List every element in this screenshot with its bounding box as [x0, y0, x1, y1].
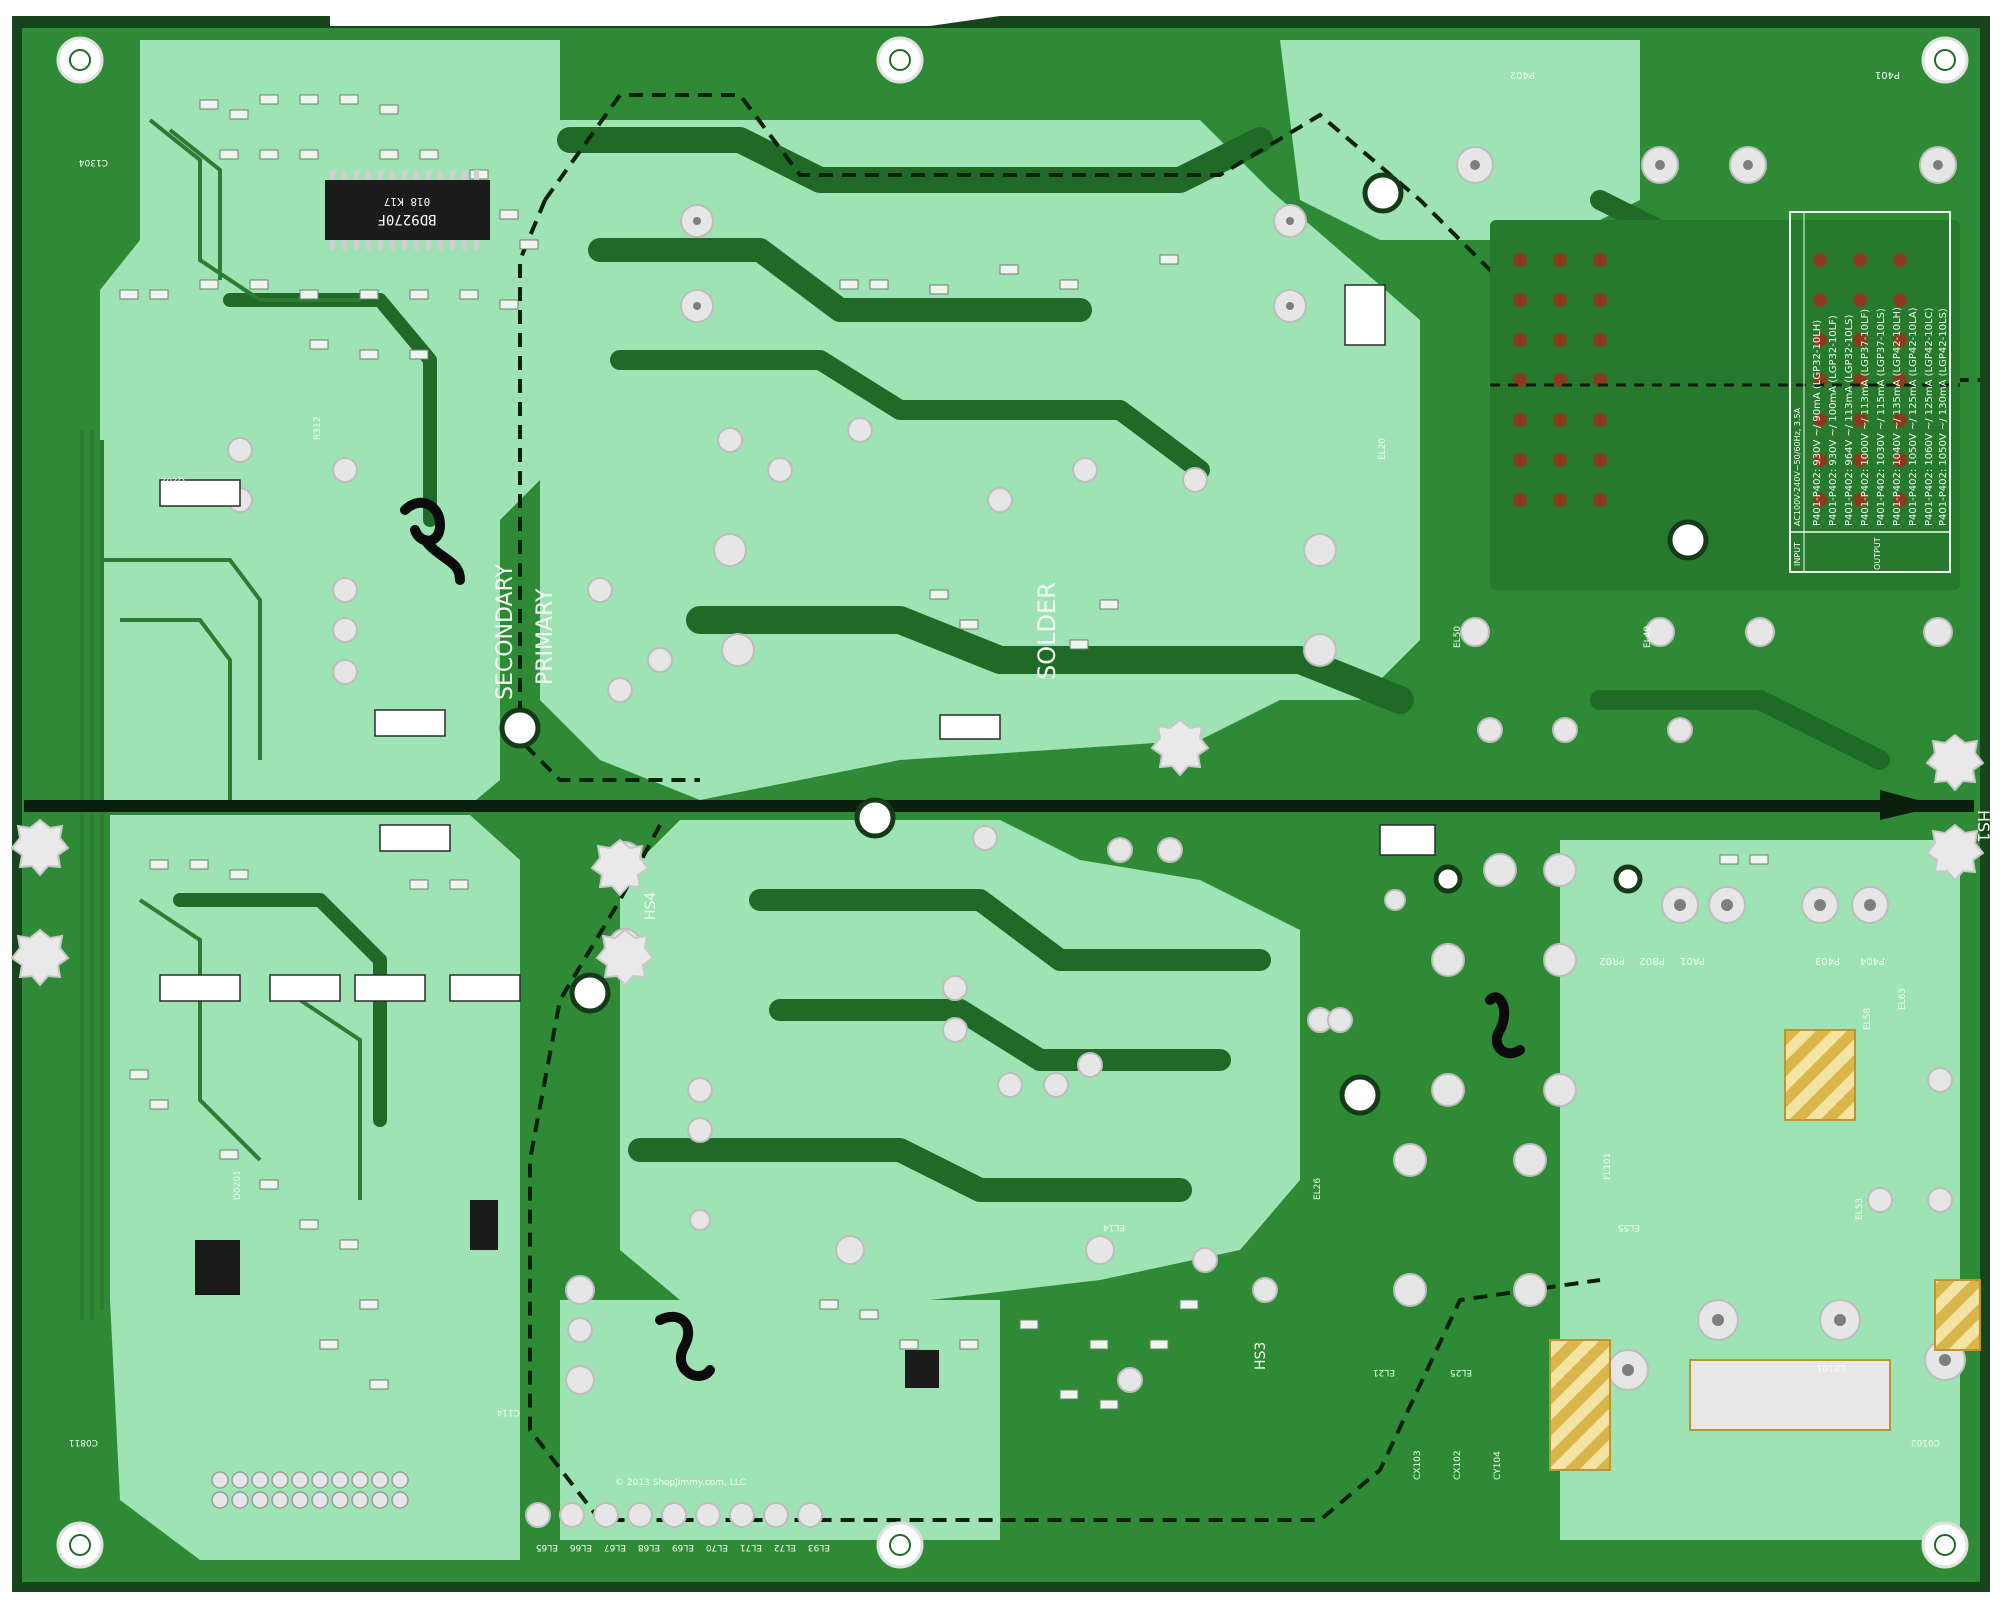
ref-designator: C0811: [69, 1437, 98, 1447]
handwritten-marks: [400, 497, 1525, 1381]
spec-table: INPUT AC100V-240V~50/60Hz, 3.5A OUTPUT P…: [1789, 211, 1951, 573]
hs1-label: HS1: [1974, 810, 1993, 842]
connector-label: P401: [1875, 69, 1900, 80]
edge-contact-label: EL67: [604, 1542, 626, 1552]
connector-labels: P401 P402 P403 P404 PA01 PB02 PR02: [1510, 69, 1900, 966]
ref-designator: C114: [496, 1407, 520, 1417]
signal-traces: [80, 118, 362, 1320]
smd-components: [119, 94, 1769, 1410]
spec-row-8: P401-P402: 1060V ~/ 125mA (LGP42-10LC): [1924, 308, 1935, 526]
hatched-contacts: [1549, 1029, 1981, 1471]
edge-contact-label: EL71: [740, 1542, 762, 1552]
controller-ic: BD9270F 018 K17: [325, 170, 490, 250]
ref-designator: EL53: [1855, 1198, 1865, 1220]
edge-contact-label: EL70: [706, 1542, 728, 1552]
isolation-bar: [24, 800, 1974, 812]
ref-designator: LB101: [1817, 1362, 1845, 1372]
spec-row-3: P401-P402: 964V ~/ 113mA (LGP32-10LS): [1844, 315, 1855, 527]
solder-label: SOLDER: [1033, 582, 1061, 680]
ref-designator: EL58: [1863, 1008, 1873, 1030]
hs4-label: HS4: [643, 892, 659, 920]
edge-contact-labels: EL65 EL66 EL67 EL68 EL69 EL70 EL71 EL72 …: [536, 1542, 830, 1552]
copyright-text: © 2013 ShopJimmy.com, LLC: [615, 1478, 746, 1488]
spec-row-6: P401-P402: 1040V ~/ 135mA (LGP42-10LH): [1892, 307, 1903, 526]
arrow-marker: [1880, 790, 1940, 820]
plated-holes: [499, 172, 1709, 1116]
spec-row-output-label: OUTPUT: [1873, 537, 1882, 570]
reference-designators: C1304 C0811 D0201 Q202 C0102 R312 C114 F…: [69, 157, 1940, 1480]
edge-contact-label: EL66: [570, 1542, 592, 1552]
spec-row-input-label: INPUT: [1793, 542, 1802, 566]
connector-label: P403: [1815, 955, 1840, 966]
ref-designator: EL25: [1450, 1367, 1472, 1377]
ic-date-code: 018 K17: [384, 195, 430, 208]
secondary-ics: [195, 1200, 939, 1388]
ref-designator: D0201: [233, 1170, 243, 1200]
hs3-label: HS3: [1253, 1342, 1269, 1370]
mounting-hole-cores: [69, 49, 1956, 1556]
edge-contact-label: EL68: [638, 1542, 660, 1552]
spec-row-1: P401-P402: 930V ~/ 90mA (LGP32-10LH): [1812, 320, 1823, 526]
pin-header: [211, 1471, 409, 1509]
connector-label: P402: [1510, 69, 1535, 80]
connector-label: PR02: [1599, 955, 1625, 966]
ref-designator: EL20: [1378, 438, 1388, 460]
connector-label: PB02: [1639, 955, 1665, 966]
transistor-clusters: [159, 284, 1436, 1002]
ref-designator: EL21: [1373, 1367, 1395, 1377]
edge-contact-label: EL93: [808, 1542, 830, 1552]
ref-designator: EL14: [1103, 1222, 1125, 1232]
star-pads: [10, 718, 1985, 987]
ref-designator: Q202: [161, 475, 185, 485]
ref-designator: EL49: [1643, 626, 1653, 648]
pad-cores: [693, 160, 1951, 1376]
ref-designator: EL55: [1618, 1222, 1640, 1232]
ref-designator: R312: [313, 417, 323, 440]
edge-contact-label: EL72: [774, 1542, 796, 1552]
spec-row-input-value: AC100V-240V~50/60Hz, 3.5A: [1793, 407, 1802, 526]
ref-designator: CY104: [1493, 1451, 1503, 1480]
edge-contact-label: EL69: [672, 1542, 694, 1552]
ref-designator: C0102: [1911, 1437, 1940, 1447]
ref-designator: EL50: [1453, 626, 1463, 648]
isolation-boundary-dashed-3: [528, 824, 1601, 1522]
spec-row-7: P401-P402: 1050V ~/ 125mA (LGP42-10LA): [1908, 307, 1919, 526]
primary-label: PRIMARY: [533, 588, 558, 685]
spec-row-9: P401-P402: 1050V ~/ 130mA (LGP42-10LS): [1938, 308, 1949, 526]
ref-designator: CX103: [1413, 1450, 1423, 1480]
transformer-pad-grid: [1490, 220, 1960, 590]
edge-contact-label: EL65: [536, 1542, 558, 1552]
secondary-label: SECONDARY: [493, 564, 518, 700]
ref-designator: CX102: [1453, 1450, 1463, 1480]
connector-label: P404: [1860, 955, 1885, 966]
spec-row-4: P401-P402: 1000V ~/ 113mA (LGP37-10LF): [1860, 309, 1871, 526]
ref-designator: FL101: [1603, 1153, 1613, 1180]
ref-designator: EL63: [1898, 988, 1908, 1010]
spec-row-5: P401-P402: 1030V ~/ 115mA (LGP37-10LS): [1876, 308, 1887, 526]
ref-designator: EL26: [1313, 1178, 1323, 1200]
isolation-boundary-dashed-2: [518, 199, 700, 782]
spec-row-2: P401-P402: 930V ~/ 100mA (LGP32-10LF): [1828, 315, 1839, 526]
ref-designator: C1304: [79, 157, 108, 167]
connector-label: PA01: [1680, 955, 1705, 966]
edge-contact-row: [525, 1502, 823, 1528]
ic-part-number: BD9270F: [377, 211, 436, 227]
